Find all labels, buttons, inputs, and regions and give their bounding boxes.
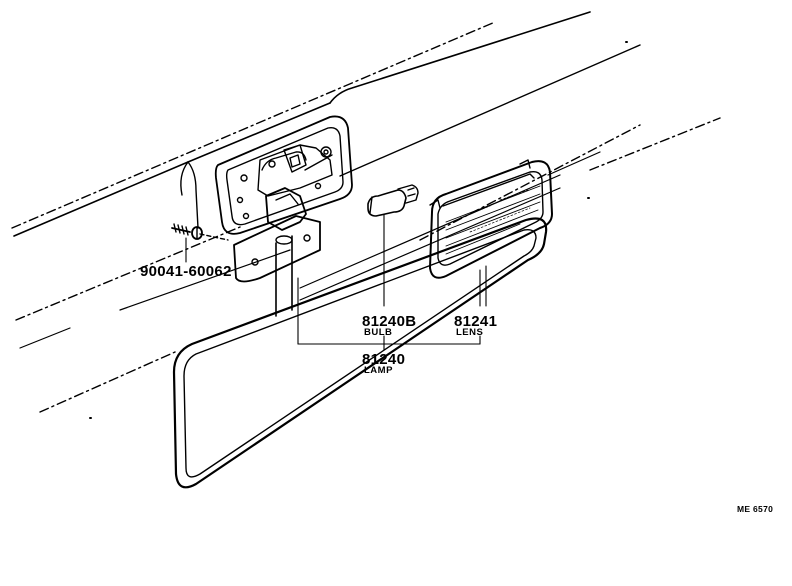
mirror-stay [233, 187, 321, 317]
speckles [89, 41, 628, 419]
lens-part-name: LENS [456, 327, 484, 338]
lens-part-number: 81241 [454, 313, 498, 330]
screw [171, 223, 229, 263]
screw-part-number: 90041-60062 [140, 263, 232, 280]
bulb-part-name: BULB [364, 327, 393, 338]
lamp-housing [214, 115, 353, 235]
lamp-leader [297, 277, 481, 351]
drawing-code: ME 6570 [737, 504, 774, 514]
bulb [367, 184, 419, 307]
lens [429, 159, 553, 307]
mirror-body [172, 217, 548, 489]
lamp-part-number: 81240 [362, 351, 406, 368]
bulb-part-number: 81240B [362, 313, 417, 330]
lamp-part-name: LAMP [364, 365, 393, 376]
